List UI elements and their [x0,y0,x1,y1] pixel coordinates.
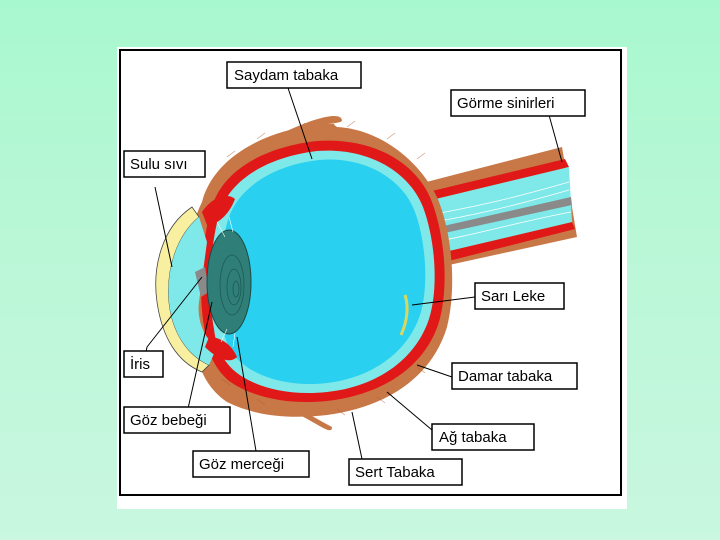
label-goz-mercegi: Göz merceği [193,451,309,477]
svg-text:Sert Tabaka: Sert Tabaka [355,464,435,481]
label-gorme-sinirleri: Görme sinirleri [451,90,585,116]
svg-text:Görme sinirleri: Görme sinirleri [457,95,555,112]
label-iris: İris [124,351,163,377]
lens [207,230,251,334]
diagram-card: Saydam tabaka Görme sinirleri Sulu sıvı … [117,47,627,509]
label-damar-tabaka: Damar tabaka [452,363,577,389]
svg-text:İris: İris [130,355,150,373]
svg-text:Sulu sıvı: Sulu sıvı [130,156,188,173]
eye-anatomy-diagram: Saydam tabaka Görme sinirleri Sulu sıvı … [117,47,627,509]
svg-text:Saydam tabaka: Saydam tabaka [234,67,339,84]
svg-text:Sarı Leke: Sarı Leke [481,288,545,305]
svg-text:Ağ tabaka: Ağ tabaka [439,429,507,446]
svg-text:Göz bebeği: Göz bebeği [130,412,207,429]
label-sulu-sivi: Sulu sıvı [124,151,205,177]
label-sert-tabaka: Sert Tabaka [349,459,462,485]
svg-text:Damar tabaka: Damar tabaka [458,368,553,385]
label-sari-leke: Sarı Leke [475,283,564,309]
label-ag-tabaka: Ağ tabaka [432,424,534,450]
label-saydam-tabaka: Saydam tabaka [227,62,361,88]
label-goz-bebegi: Göz bebeği [124,407,230,433]
svg-text:Göz merceği: Göz merceği [199,456,284,473]
